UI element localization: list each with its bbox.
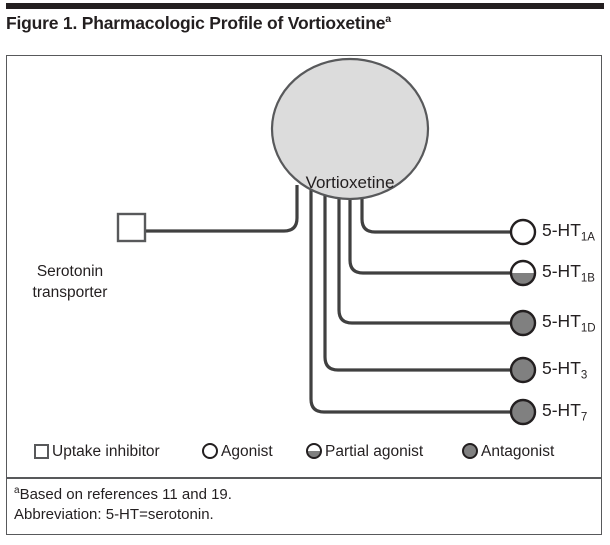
legend-label-antagonist: Antagonist	[481, 443, 555, 460]
footnote-abbrev-prefix: Abbreviation: 5-HT	[14, 506, 140, 523]
legend-label-uptake-inhibitor: Uptake inhibitor	[52, 443, 160, 460]
serotonin-transporter-label: Serotonin transporter	[20, 261, 120, 303]
receptor-label-5ht1d: 5-HT1D	[542, 311, 596, 335]
receptor-label-5ht3-sub: 3	[580, 369, 588, 382]
footnote-divider	[6, 477, 602, 479]
connector-5ht1a	[360, 185, 518, 234]
figure-title-text: Figure 1. Pharmacologic Profile of Vorti…	[6, 13, 386, 33]
footnote-line-2: Abbreviation: 5-HT=serotonin.	[14, 505, 594, 525]
footnote-marker: a	[14, 485, 20, 496]
receptor-label-5ht1b: 5-HT1B	[542, 261, 595, 285]
connector-lines	[139, 185, 518, 414]
legend-item-agonist: Agonist	[202, 443, 273, 461]
circle-filled-icon	[462, 443, 478, 459]
circle-open-icon	[202, 443, 218, 459]
receptor-label-5ht3-base: 5-HT	[542, 358, 581, 378]
receptor-label-5ht7-base: 5-HT	[542, 400, 581, 420]
top-rule	[6, 3, 604, 9]
receptor-marker-5ht1b	[509, 259, 537, 287]
figure-title: Figure 1. Pharmacologic Profile of Vorti…	[6, 13, 606, 34]
legend-label-agonist: Agonist	[221, 443, 273, 460]
footnote-line-1: aBased on references 11 and 19.	[14, 485, 594, 505]
pharmacologic-profile-diagram: Vortioxetine Serotonin transporter 5-HT1…	[6, 55, 602, 478]
receptor-label-5ht1b-sub: 1B	[580, 272, 595, 285]
serotonin-transporter-label-line1: Serotonin	[36, 263, 104, 280]
receptor-label-5ht7: 5-HT7	[542, 400, 588, 424]
connector-5ht3	[323, 185, 518, 372]
legend: Uptake inhibitor Agonist Partial agonist…	[6, 440, 602, 472]
footnote-abbrev-suffix: serotonin.	[147, 506, 214, 523]
receptor-label-5ht1a: 5-HT1A	[542, 220, 595, 244]
connector-5ht1b	[348, 185, 518, 275]
receptor-label-5ht1a-sub: 1A	[580, 231, 595, 244]
legend-item-uptake-inhibitor: Uptake inhibitor	[34, 443, 160, 461]
legend-item-partial-agonist: Partial agonist	[306, 443, 423, 461]
serotonin-transporter-label-line2: transporter	[32, 284, 108, 301]
receptor-marker-5ht1b-bottom	[511, 273, 535, 285]
legend-label-partial-agonist: Partial agonist	[325, 443, 424, 460]
receptor-label-5ht3: 5-HT3	[542, 358, 588, 382]
footnote-source-text: Based on references 11 and 19.	[19, 486, 232, 503]
receptor-label-5ht1a-base: 5-HT	[542, 220, 581, 240]
receptor-label-5ht1d-base: 5-HT	[542, 311, 581, 331]
receptor-label-5ht7-sub: 7	[580, 411, 588, 424]
footnote-abbrev-equals: =	[139, 506, 148, 523]
receptor-marker-5ht7	[509, 398, 537, 426]
connector-transporter	[139, 185, 299, 233]
receptor-label-5ht1b-base: 5-HT	[542, 261, 581, 281]
diagram-svg	[116, 57, 537, 426]
receptor-marker-5ht1d	[509, 309, 537, 337]
figure-footnote: aBased on references 11 and 19. Abbrevia…	[14, 485, 594, 525]
vortioxetine-node	[270, 57, 430, 201]
figure-title-footnote-marker: a	[385, 13, 391, 26]
legend-item-antagonist: Antagonist	[462, 443, 554, 461]
square-open-icon	[34, 444, 49, 459]
receptor-marker-5ht3	[509, 356, 537, 384]
connector-5ht7	[309, 185, 518, 414]
serotonin-transporter-marker	[116, 212, 147, 243]
circle-half-icon	[306, 443, 322, 459]
receptor-marker-5ht1a	[509, 218, 537, 246]
connector-5ht1d	[337, 185, 518, 325]
receptor-label-5ht1d-sub: 1D	[580, 322, 596, 335]
vortioxetine-node-label: Vortioxetine	[305, 173, 395, 192]
